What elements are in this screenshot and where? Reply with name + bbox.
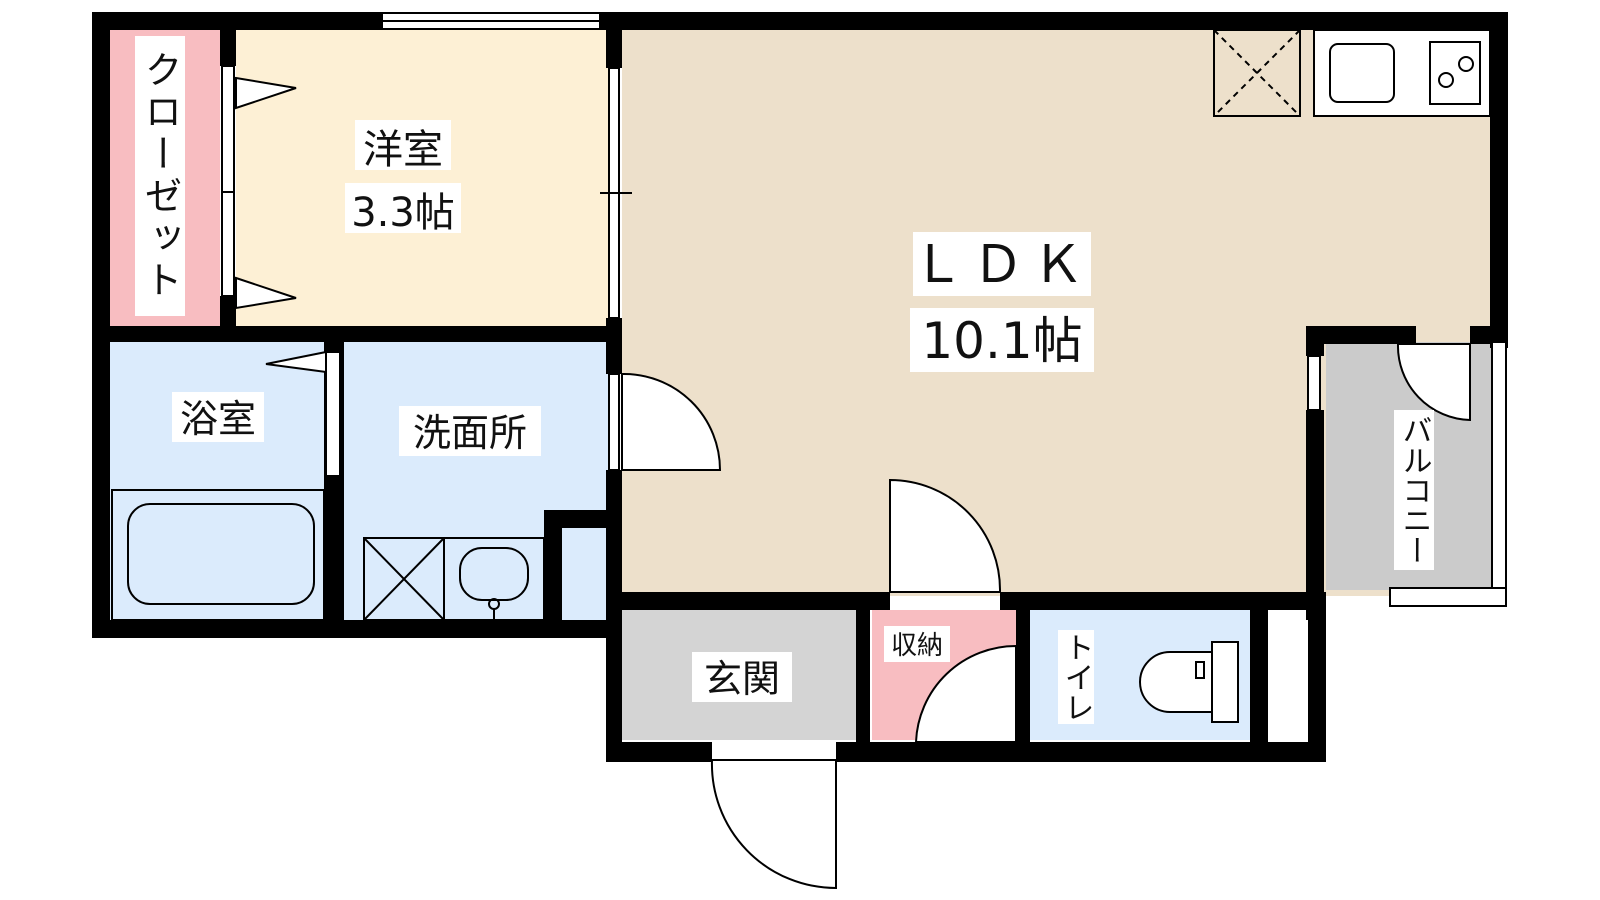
balcony-label: バルコニー [1397,415,1432,565]
ldk-size: 10.1帖 [921,312,1082,370]
wall-closet-right [220,28,236,66]
stove [1429,41,1481,105]
wall-lower-right [1308,592,1326,762]
walls [92,12,1508,762]
kitchen-sink [1329,43,1395,103]
wall-bottom-left [92,620,622,638]
bathtub [111,489,325,621]
storage-door [914,644,1017,743]
toilet-label: トイレ [1059,632,1094,722]
fridge-space [1213,29,1301,117]
wall-right [1490,12,1508,348]
storage-label: 収納 [891,631,943,661]
wall-western-ldk-bottom [606,318,622,374]
fixtures [111,29,1491,723]
closet-label: クローゼット [138,50,182,302]
washroom-label: 洗面所 [413,411,527,455]
wall-balcony-left-top [1306,326,1324,356]
washroom-door [621,372,722,471]
window-bath [325,351,341,477]
entrance-label: 玄関 [704,657,780,701]
wall-balcony-top-right [1470,326,1508,344]
ldk-entrance-door [889,478,1002,593]
wall-top-right [600,12,1508,30]
room-fills [110,28,1492,740]
wall-top-left [92,12,382,30]
wall-western-ldk-top [606,12,622,68]
western-room-size: 3.3帖 [351,190,455,236]
wall-washroom-ldk [606,470,622,630]
balcony-door [1396,343,1471,422]
burner-2 [1438,72,1454,88]
windows [221,12,1507,607]
wall-lower-horizontal-left [606,592,890,610]
wall-bottom-lower-right [836,742,1326,762]
window-ldk-washroom [608,373,620,471]
wall-closet-right-bottom [220,296,236,326]
wall-lower-horizontal-right [1000,592,1326,610]
western-room-name: 洋室 [363,127,443,173]
washroom-pillar-side [544,510,562,628]
western-room-floor [236,28,608,326]
wall-toilet-right [1250,592,1268,762]
front-door [710,759,837,890]
wall-balcony-top [1306,326,1416,344]
toilet-seat-lid [1195,661,1205,679]
wall-entrance-storage [856,610,870,742]
ldk-name: ＬＤＫ [912,235,1092,295]
washroom-floor [344,342,608,620]
window-closet-1 [221,65,235,193]
closet-door-upper [235,76,297,110]
labels: ＬＤＫ 10.1帖 洋室 3.3帖 クローゼット 浴室 洗面所 玄関 収納 トイ… [138,50,1432,722]
wall-storage-toilet [1016,610,1030,742]
wall-balcony-left-bottom [1306,410,1324,620]
bath-label: 浴室 [180,397,256,441]
bath-door [265,350,327,374]
wall-entrance-left [606,592,622,762]
balcony-rail-bottom [1389,587,1507,607]
wall-left [92,12,110,638]
closet-door-lower [235,276,297,310]
doors [235,76,1471,890]
burner-1 [1458,56,1474,72]
balcony-rail [1491,341,1507,607]
window-closet-2 [221,191,235,297]
toilet-tank [1211,641,1239,723]
label-backgrounds [135,36,1434,724]
wall-bottom-lower-left [606,742,712,762]
wall-mid-horizontal [92,326,622,342]
bathtub-inner [127,503,315,605]
window-balcony-side [1307,355,1321,411]
